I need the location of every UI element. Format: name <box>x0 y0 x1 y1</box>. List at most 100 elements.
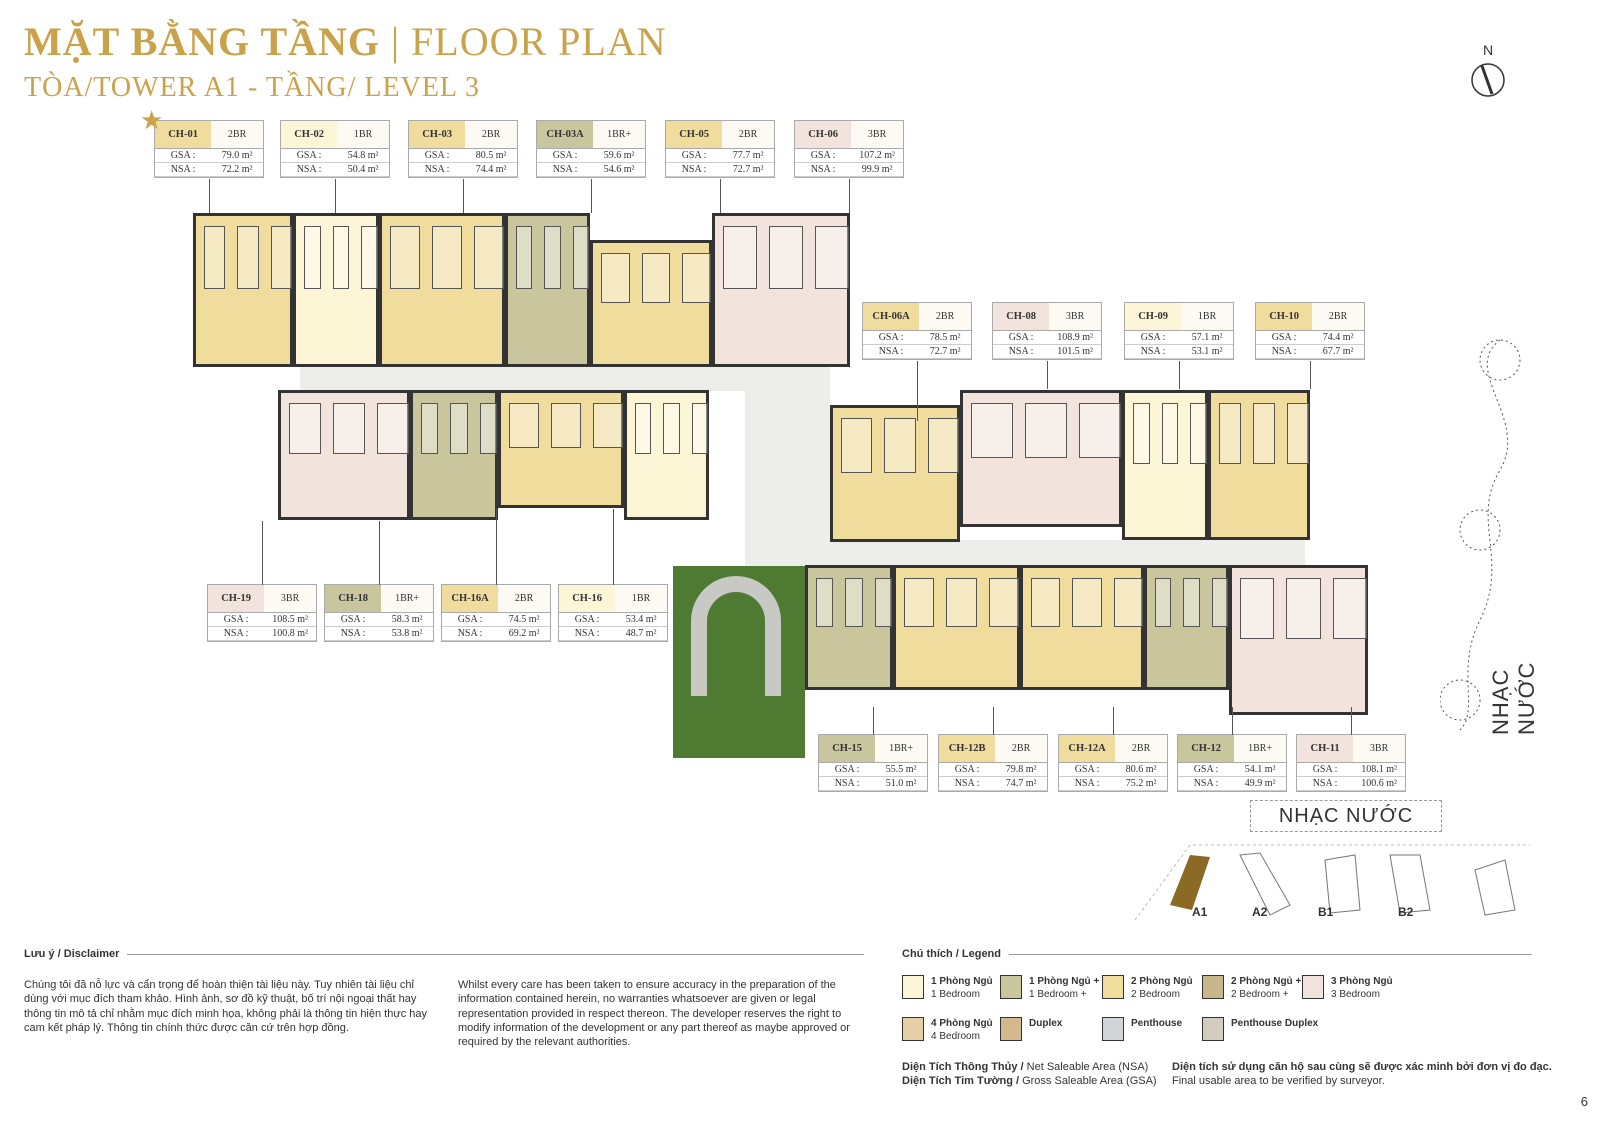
nsa-value: 48.7 m² <box>625 628 657 639</box>
gsa-value: 78.5 m² <box>929 332 961 343</box>
unit-code: CH-12 <box>1178 735 1235 762</box>
room <box>204 226 226 289</box>
nsa-label: NSA : <box>1312 778 1338 789</box>
room <box>304 226 321 289</box>
unit-code: CH-10 <box>1256 303 1313 330</box>
room <box>421 403 439 454</box>
disclaimer-en: Whilst every care has been taken to ensu… <box>458 979 850 1049</box>
unit-type: 2BR <box>498 585 550 612</box>
gsa-label: GSA : <box>878 332 904 343</box>
leader-line <box>1113 707 1114 735</box>
room <box>927 418 959 473</box>
apartment-plan-block <box>193 213 293 367</box>
room <box>237 226 259 289</box>
legend-label-vi: 1 Phòng Ngủ + <box>1029 976 1100 987</box>
legend-label-en: 3 Bedroom <box>1331 989 1380 1000</box>
legend-swatch <box>1302 975 1324 999</box>
nsa-label: NSA : <box>1140 346 1166 357</box>
room <box>551 403 581 448</box>
gsa-label: GSA : <box>1193 764 1219 775</box>
unit-type: 1BR+ <box>875 735 927 762</box>
room <box>1155 578 1172 627</box>
room <box>289 403 321 454</box>
nsa-label: NSA : <box>170 164 196 175</box>
legend-label-en: 2 Bedroom + <box>1231 989 1289 1000</box>
room <box>1031 578 1061 627</box>
nsa-value: 51.0 m² <box>885 778 917 789</box>
legend-swatch <box>1102 975 1124 999</box>
nsa-value: 72.7 m² <box>929 346 961 357</box>
leader-line <box>1351 707 1352 735</box>
unit-type: 3BR <box>264 585 316 612</box>
legend-item: Penthouse <box>1102 1017 1182 1041</box>
room <box>1161 403 1179 464</box>
gsa-label: GSA : <box>681 150 707 161</box>
room <box>723 226 757 289</box>
unit-type: 2BR <box>1312 303 1364 330</box>
garden <box>673 566 805 758</box>
legend-swatch <box>1000 1017 1022 1041</box>
room <box>904 578 935 627</box>
apartment-plan-block <box>1208 390 1310 540</box>
room <box>390 226 420 289</box>
nsa-label: NSA : <box>834 778 860 789</box>
gsa-value: 77.7 m² <box>732 150 764 161</box>
unit-type: 1BR+ <box>593 121 645 148</box>
leader-line <box>262 521 263 585</box>
room <box>1133 403 1150 464</box>
nsa-label: NSA : <box>810 164 836 175</box>
room <box>971 403 1013 458</box>
nsa-label: NSA : <box>296 164 322 175</box>
room <box>1113 578 1143 627</box>
unit-code: CH-03A <box>537 121 594 148</box>
nsa-value: 54.6 m² <box>603 164 635 175</box>
gsa-value: 53.4 m² <box>625 614 657 625</box>
nsa-label: NSA : <box>457 628 483 639</box>
room <box>816 578 834 627</box>
water-music-label-vertical: NHẠC NƯỚC <box>1488 661 1539 735</box>
leader-line <box>873 707 874 735</box>
room <box>333 403 365 454</box>
unit-type: 3BR <box>1049 303 1101 330</box>
gsa-value: 79.0 m² <box>221 150 253 161</box>
gsa-value: 74.5 m² <box>508 614 540 625</box>
legend-label-en: 1 Bedroom <box>931 989 980 1000</box>
room <box>361 226 378 289</box>
apartment-plan-block <box>1122 390 1208 540</box>
room <box>509 403 539 448</box>
unit-code: CH-12B <box>939 735 996 762</box>
legend-swatch <box>902 1017 924 1041</box>
gsa-value: 74.4 m² <box>1322 332 1354 343</box>
leader-line <box>720 179 721 213</box>
room <box>601 253 630 303</box>
unit-type: 1BR <box>1181 303 1233 330</box>
apartment-plan-block <box>1229 565 1368 715</box>
page-number: 6 <box>1580 1094 1588 1109</box>
nsa-value: 53.8 m² <box>391 628 423 639</box>
room <box>474 226 504 289</box>
nsa-value: 67.7 m² <box>1322 346 1354 357</box>
gsa-label: GSA : <box>170 150 196 161</box>
room <box>332 226 350 289</box>
disclaimer-vi: Chúng tôi đã nỗ lực và cẩn trọng để hoàn… <box>24 979 427 1034</box>
apartment-plan-block <box>624 390 709 520</box>
room <box>1332 578 1367 639</box>
gsa-value: 108.1 m² <box>1361 764 1397 775</box>
gsa-label: GSA : <box>1312 764 1338 775</box>
gsa-label: GSA : <box>552 150 578 161</box>
nsa-value: 100.6 m² <box>1361 778 1397 789</box>
unit-code: CH-09 <box>1125 303 1182 330</box>
room <box>641 253 671 303</box>
unit-type: 1BR <box>615 585 667 612</box>
unit-type: 2BR <box>465 121 517 148</box>
room <box>377 403 409 454</box>
gsa-value: 79.8 m² <box>1005 764 1037 775</box>
legend-item: Duplex <box>1000 1017 1062 1041</box>
